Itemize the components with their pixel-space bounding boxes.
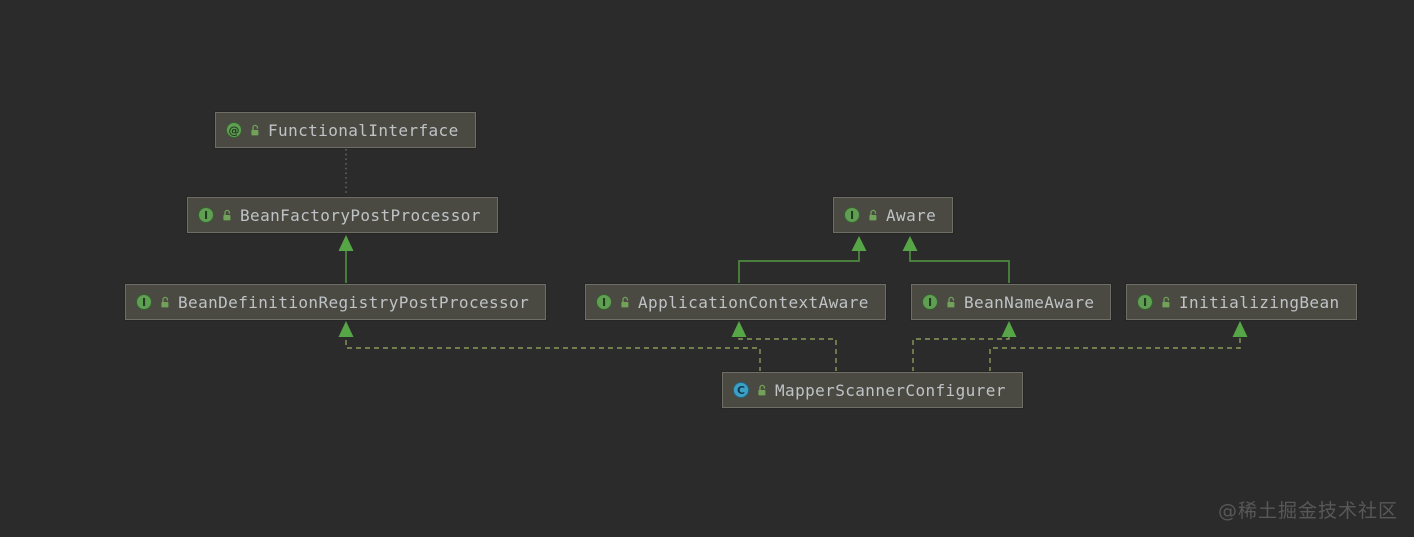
class-icon: C [733,382,749,398]
arrowhead [852,236,867,251]
public-lock-icon [945,296,957,309]
node-bean-name-aware[interactable]: I BeanNameAware [911,284,1111,320]
public-lock-icon [867,209,879,222]
node-label: BeanNameAware [964,293,1094,312]
node-label: ApplicationContextAware [638,293,869,312]
node-functional-interface[interactable]: @ FunctionalInterface [215,112,476,148]
arrowhead [339,321,354,337]
edge-implements-msc-bdrpp [346,336,760,372]
public-lock-icon [221,209,233,222]
arrowhead [1002,321,1017,337]
public-lock-icon [159,296,171,309]
node-application-context-aware[interactable]: I ApplicationContextAware [585,284,886,320]
edge-extends-aca-aware [739,250,859,284]
interface-icon: I [198,207,214,223]
arrowhead [732,321,747,337]
node-label: InitializingBean [1179,293,1340,312]
edge-implements-msc-ib [990,336,1240,372]
node-label: Aware [886,206,936,225]
interface-icon: I [136,294,152,310]
interface-icon: I [1137,294,1153,310]
node-mapper-scanner-configurer[interactable]: C MapperScannerConfigurer [722,372,1023,408]
public-lock-icon [1160,296,1172,309]
public-lock-icon [619,296,631,309]
public-lock-icon [249,124,261,137]
node-label: BeanDefinitionRegistryPostProcessor [178,293,529,312]
public-lock-icon [756,384,768,397]
interface-icon: I [596,294,612,310]
arrowhead [903,236,918,251]
edge-implements-msc-aca [739,336,836,372]
node-label: BeanFactoryPostProcessor [240,206,481,225]
edge-implements-msc-bna [913,336,1009,372]
watermark: @稀土掘金技术社区 [1218,496,1398,523]
node-label: FunctionalInterface [268,121,459,140]
node-bean-factory-post-processor[interactable]: I BeanFactoryPostProcessor [187,197,498,233]
edge-extends-bna-aware [910,250,1009,284]
node-bean-definition-registry-post-processor[interactable]: I BeanDefinitionRegistryPostProcessor [125,284,546,320]
interface-icon: I [844,207,860,223]
node-label: MapperScannerConfigurer [775,381,1006,400]
arrowhead [339,235,354,251]
arrowhead [1233,321,1248,337]
node-aware[interactable]: I Aware [833,197,953,233]
node-initializing-bean[interactable]: I InitializingBean [1126,284,1357,320]
annotation-icon: @ [226,122,242,138]
interface-icon: I [922,294,938,310]
